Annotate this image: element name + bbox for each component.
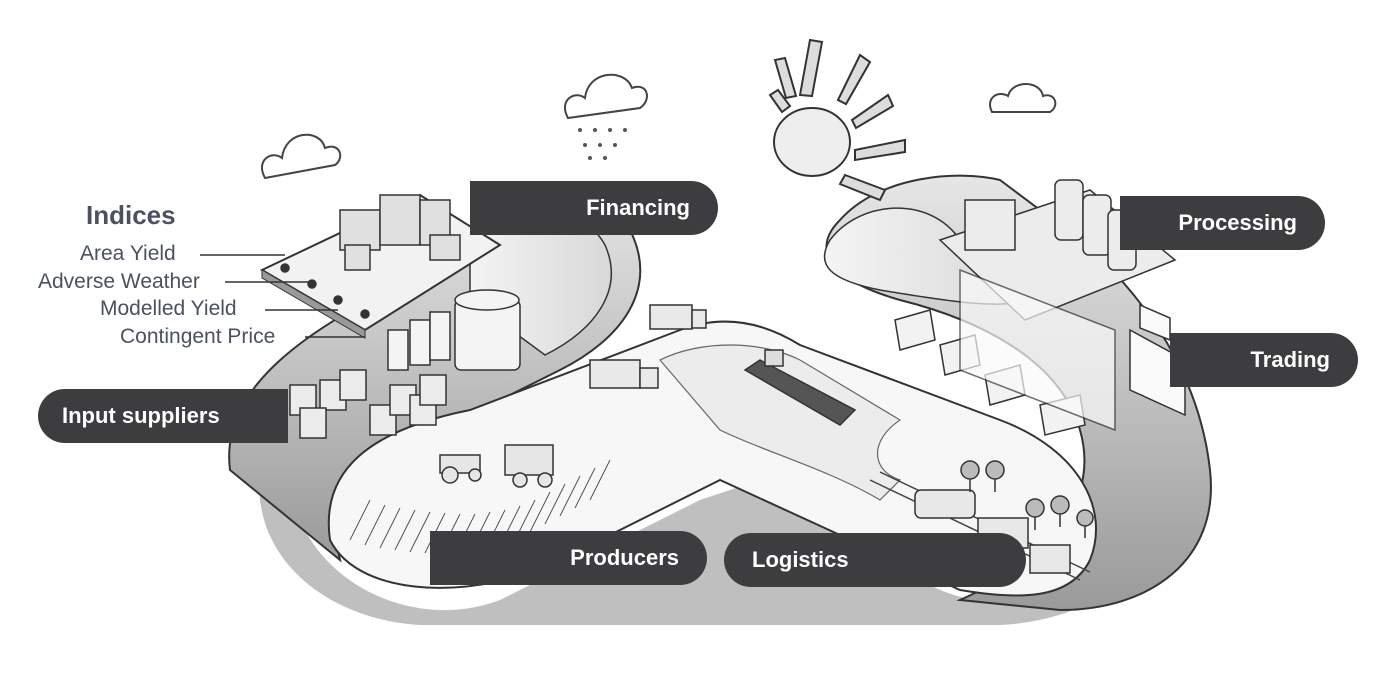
- cargo-ship-icon: [743, 349, 857, 426]
- money-stacks-icon: [339, 194, 461, 271]
- index-area-yield: Area Yield: [80, 242, 176, 265]
- river: [659, 344, 902, 501]
- index-adverse-weather: Adverse Weather: [38, 270, 200, 293]
- track-underside: [259, 470, 1176, 625]
- stage-processing: Processing: [1120, 196, 1325, 250]
- cloud-icon: [989, 83, 1057, 113]
- stage-logistics: Logistics: [724, 533, 1026, 587]
- harvester-icon: [504, 444, 554, 488]
- silo-icon: [387, 289, 521, 371]
- stage-producers: Producers: [430, 531, 707, 585]
- document-icon: [959, 268, 1186, 432]
- indices-title: Indices: [86, 200, 176, 230]
- truck-icon: [589, 304, 707, 389]
- indices-connectors: [200, 254, 370, 338]
- index-contingent-price: Contingent Price: [120, 325, 276, 348]
- seed-bag-icon: [289, 369, 447, 439]
- stage-input-suppliers: Input suppliers: [38, 389, 288, 443]
- sun-icon: [768, 38, 906, 202]
- rain-cloud-icon: [564, 73, 648, 160]
- cloud-icon: [261, 133, 342, 180]
- stage-trading: Trading: [1170, 333, 1358, 387]
- stage-financing: Financing: [470, 181, 718, 235]
- tractor-icon: [439, 454, 482, 484]
- tree-icon: [960, 460, 1094, 538]
- index-modelled-yield: Modelled Yield: [100, 297, 237, 320]
